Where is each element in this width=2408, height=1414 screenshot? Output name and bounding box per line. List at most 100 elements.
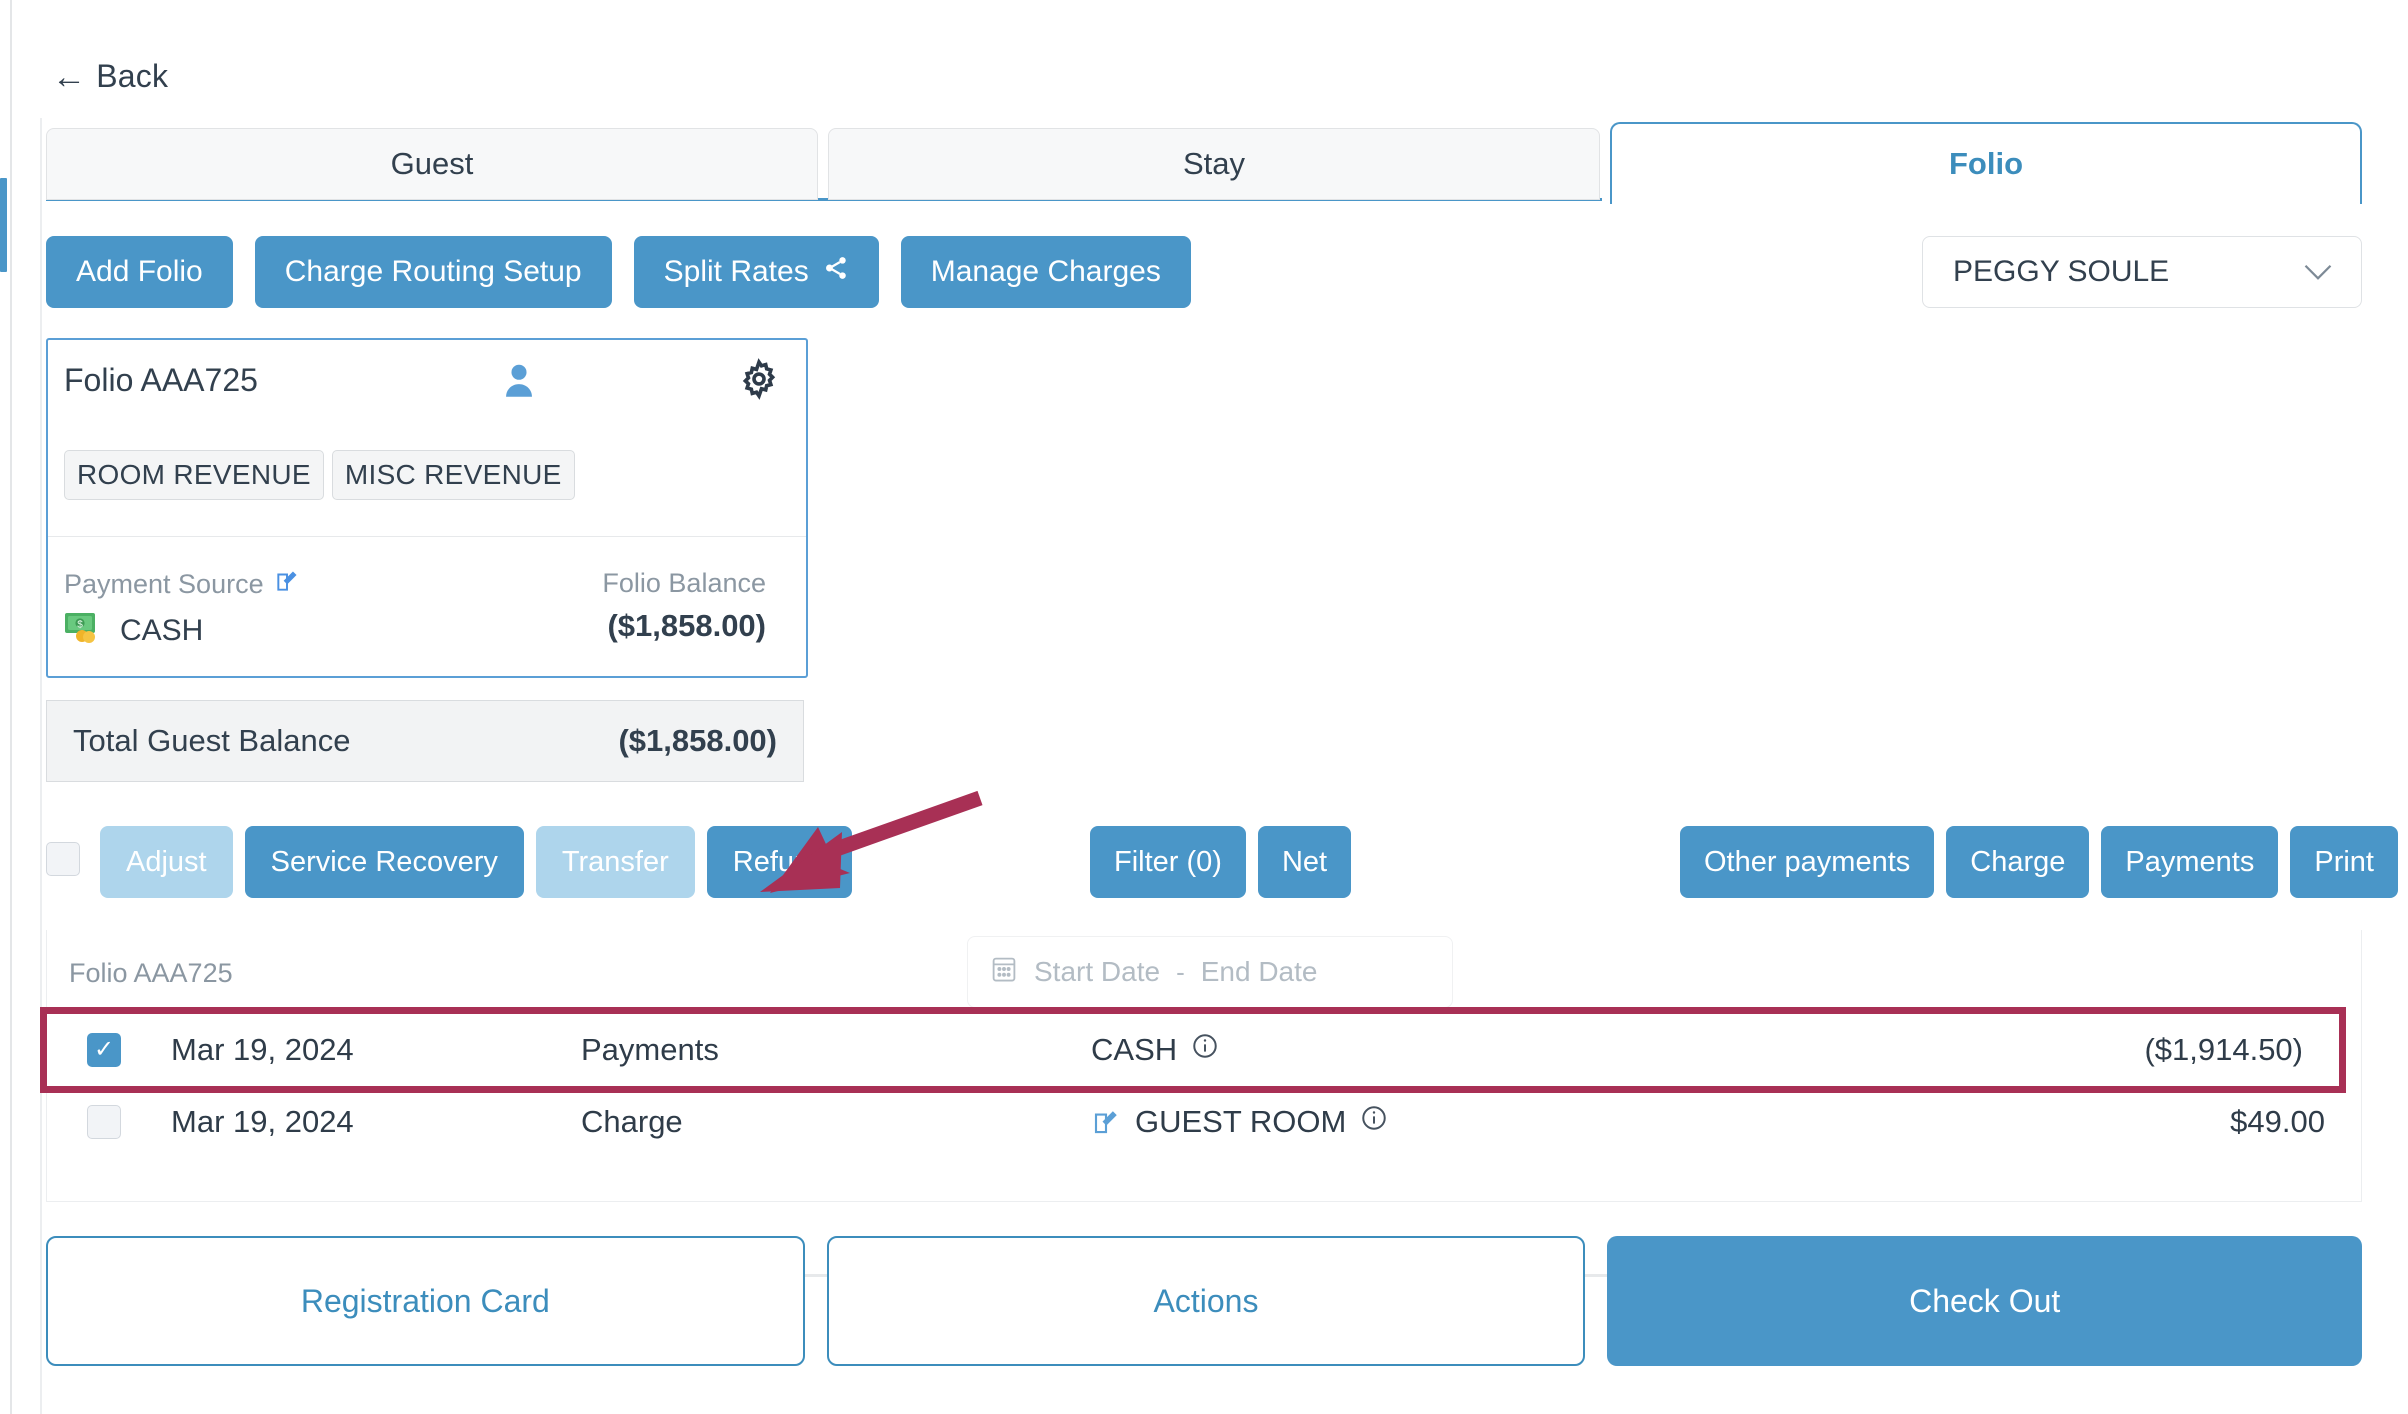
end-date-input[interactable]: End Date bbox=[1200, 956, 1318, 987]
table-header: Folio AAA725 Start Date - End Date bbox=[47, 930, 2361, 1014]
charge-label: Charge bbox=[1970, 845, 2066, 878]
tab-stay[interactable]: Stay bbox=[828, 128, 1600, 200]
table-body: ✓ Mar 19, 2024 Payments CASH ($1,914.50)… bbox=[40, 1007, 2361, 1277]
folio-balance-value: ($1,858.00) bbox=[607, 608, 766, 643]
chip-room-revenue[interactable]: ROOM REVENUE bbox=[64, 450, 324, 500]
info-icon[interactable] bbox=[1191, 1032, 1219, 1068]
row-amount: $49.00 bbox=[2230, 1104, 2325, 1139]
edit-icon[interactable] bbox=[274, 568, 300, 601]
net-label: Net bbox=[1281, 845, 1328, 878]
split-rates-label: Split Rates bbox=[663, 255, 809, 288]
check-out-label: Check Out bbox=[1909, 1282, 2061, 1319]
actions-button[interactable]: Actions bbox=[826, 1236, 1586, 1366]
folio-toolbar: Adjust Service Recovery Transfer Refund … bbox=[0, 826, 2408, 898]
tab-guest-label: Guest bbox=[390, 146, 474, 181]
folio-transactions-panel: Folio AAA725 Start Date - End Date ✓ bbox=[40, 930, 2362, 1277]
transfer-label: Transfer bbox=[561, 845, 669, 878]
transfer-button[interactable]: Transfer bbox=[535, 826, 695, 898]
payment-source-value: CASH bbox=[120, 614, 204, 647]
back-label: Back bbox=[96, 58, 169, 94]
adjust-button[interactable]: Adjust bbox=[100, 826, 233, 898]
toolbar-right-group: Other payments Charge Payments Print bbox=[1679, 826, 2398, 898]
row-date: Mar 19, 2024 bbox=[171, 1104, 354, 1139]
split-rates-button[interactable]: Split Rates bbox=[633, 236, 879, 308]
tab-guest[interactable]: Guest bbox=[46, 128, 818, 200]
folio-card-header: Folio AAA725 bbox=[48, 340, 806, 432]
manage-charges-label: Manage Charges bbox=[930, 255, 1161, 288]
payment-source-label-group: Payment Source bbox=[64, 568, 300, 601]
tab-folio[interactable]: Folio bbox=[1610, 122, 2362, 204]
table-row[interactable]: Mar 19, 2024 Charge GUEST ROOM bbox=[47, 1086, 2361, 1158]
row-amount: ($1,914.50) bbox=[2144, 1032, 2303, 1067]
check-out-button[interactable]: Check Out bbox=[1607, 1236, 2363, 1366]
row-source: GUEST ROOM bbox=[1135, 1104, 1347, 1139]
adjust-label: Adjust bbox=[126, 845, 207, 878]
edit-icon[interactable] bbox=[1091, 1107, 1121, 1137]
table-row[interactable]: ✓ Mar 19, 2024 Payments CASH ($1,914.50) bbox=[40, 1007, 2346, 1093]
folio-card-divider bbox=[48, 536, 806, 537]
total-guest-balance: Total Guest Balance ($1,858.00) bbox=[46, 700, 804, 782]
svg-text:$: $ bbox=[77, 620, 83, 631]
folio-balance-label: Folio Balance bbox=[602, 568, 766, 598]
net-button[interactable]: Net bbox=[1257, 826, 1352, 898]
total-guest-balance-value: ($1,858.00) bbox=[618, 723, 777, 758]
row-source-cell: CASH bbox=[1051, 1032, 1919, 1068]
share-icon bbox=[823, 255, 849, 289]
guest-select-value: PEGGY SOULE bbox=[1953, 255, 2170, 288]
cash-icon: $ bbox=[64, 610, 104, 652]
payments-label: Payments bbox=[2125, 845, 2255, 878]
payment-source-value-group: $ CASH bbox=[64, 610, 203, 652]
charge-routing-setup-button[interactable]: Charge Routing Setup bbox=[254, 236, 612, 308]
service-recovery-button[interactable]: Service Recovery bbox=[244, 826, 524, 898]
guest-select[interactable]: PEGGY SOULE bbox=[1922, 236, 2362, 308]
toolbar-middle-group: Filter (0) Net bbox=[1090, 826, 1352, 898]
row-source: CASH bbox=[1091, 1032, 1178, 1067]
page-scrollbar-track[interactable] bbox=[10, 0, 12, 1414]
row-type: Payments bbox=[581, 1032, 719, 1067]
other-payments-button[interactable]: Other payments bbox=[1679, 826, 1935, 898]
toolbar-left-group: Adjust Service Recovery Transfer Refund bbox=[100, 826, 853, 898]
print-label: Print bbox=[2314, 845, 2374, 878]
payments-button[interactable]: Payments bbox=[2101, 826, 2279, 898]
payment-source-label: Payment Source bbox=[64, 569, 264, 599]
print-button[interactable]: Print bbox=[2290, 826, 2398, 898]
select-all-checkbox[interactable] bbox=[46, 842, 80, 876]
refund-button[interactable]: Refund bbox=[706, 826, 853, 898]
add-folio-button[interactable]: Add Folio bbox=[46, 236, 233, 308]
gear-icon[interactable] bbox=[736, 356, 782, 407]
actions-label: Actions bbox=[1153, 1282, 1259, 1319]
chevron-down-icon bbox=[2303, 257, 2333, 288]
filter-button[interactable]: Filter (0) bbox=[1090, 826, 1246, 898]
tab-bar: Guest Stay Folio bbox=[46, 122, 2362, 204]
refund-label: Refund bbox=[732, 845, 827, 878]
date-range-separator: - bbox=[1176, 956, 1185, 987]
tab-stay-label: Stay bbox=[1182, 146, 1246, 181]
person-icon bbox=[498, 358, 540, 409]
registration-card-button[interactable]: Registration Card bbox=[46, 1236, 805, 1366]
tab-folio-label: Folio bbox=[1948, 146, 2024, 181]
footer-actions: Registration Card Actions Check Out bbox=[46, 1236, 2363, 1366]
tab-underline bbox=[46, 198, 1602, 201]
page-scrollbar-thumb[interactable] bbox=[0, 178, 7, 272]
row-source-cell: GUEST ROOM bbox=[1051, 1104, 1941, 1140]
row-checkbox[interactable]: ✓ bbox=[87, 1033, 121, 1067]
total-guest-balance-label: Total Guest Balance bbox=[73, 723, 351, 758]
arrow-left-icon: ← bbox=[52, 57, 87, 96]
row-date: Mar 19, 2024 bbox=[171, 1032, 354, 1067]
table-folio-label: Folio AAA725 bbox=[69, 958, 233, 988]
start-date-input[interactable]: Start Date bbox=[1034, 956, 1161, 987]
back-button[interactable]: ← Back bbox=[52, 58, 168, 95]
content-scrollbar-track[interactable] bbox=[40, 118, 42, 1414]
revenue-chips: ROOM REVENUE MISC REVENUE bbox=[64, 450, 575, 500]
info-icon[interactable] bbox=[1360, 1104, 1388, 1140]
registration-card-label: Registration Card bbox=[300, 1282, 550, 1319]
filter-label: Filter (0) bbox=[1114, 845, 1222, 878]
add-folio-label: Add Folio bbox=[76, 255, 203, 288]
calendar-icon bbox=[990, 954, 1018, 991]
chip-misc-revenue[interactable]: MISC REVENUE bbox=[331, 450, 575, 500]
row-checkbox[interactable] bbox=[87, 1105, 121, 1139]
manage-charges-button[interactable]: Manage Charges bbox=[900, 236, 1191, 308]
date-range-filter[interactable]: Start Date - End Date bbox=[967, 936, 1453, 1008]
top-action-bar: Add Folio Charge Routing Setup Split Rat… bbox=[46, 236, 1191, 308]
charge-button[interactable]: Charge bbox=[1946, 826, 2090, 898]
